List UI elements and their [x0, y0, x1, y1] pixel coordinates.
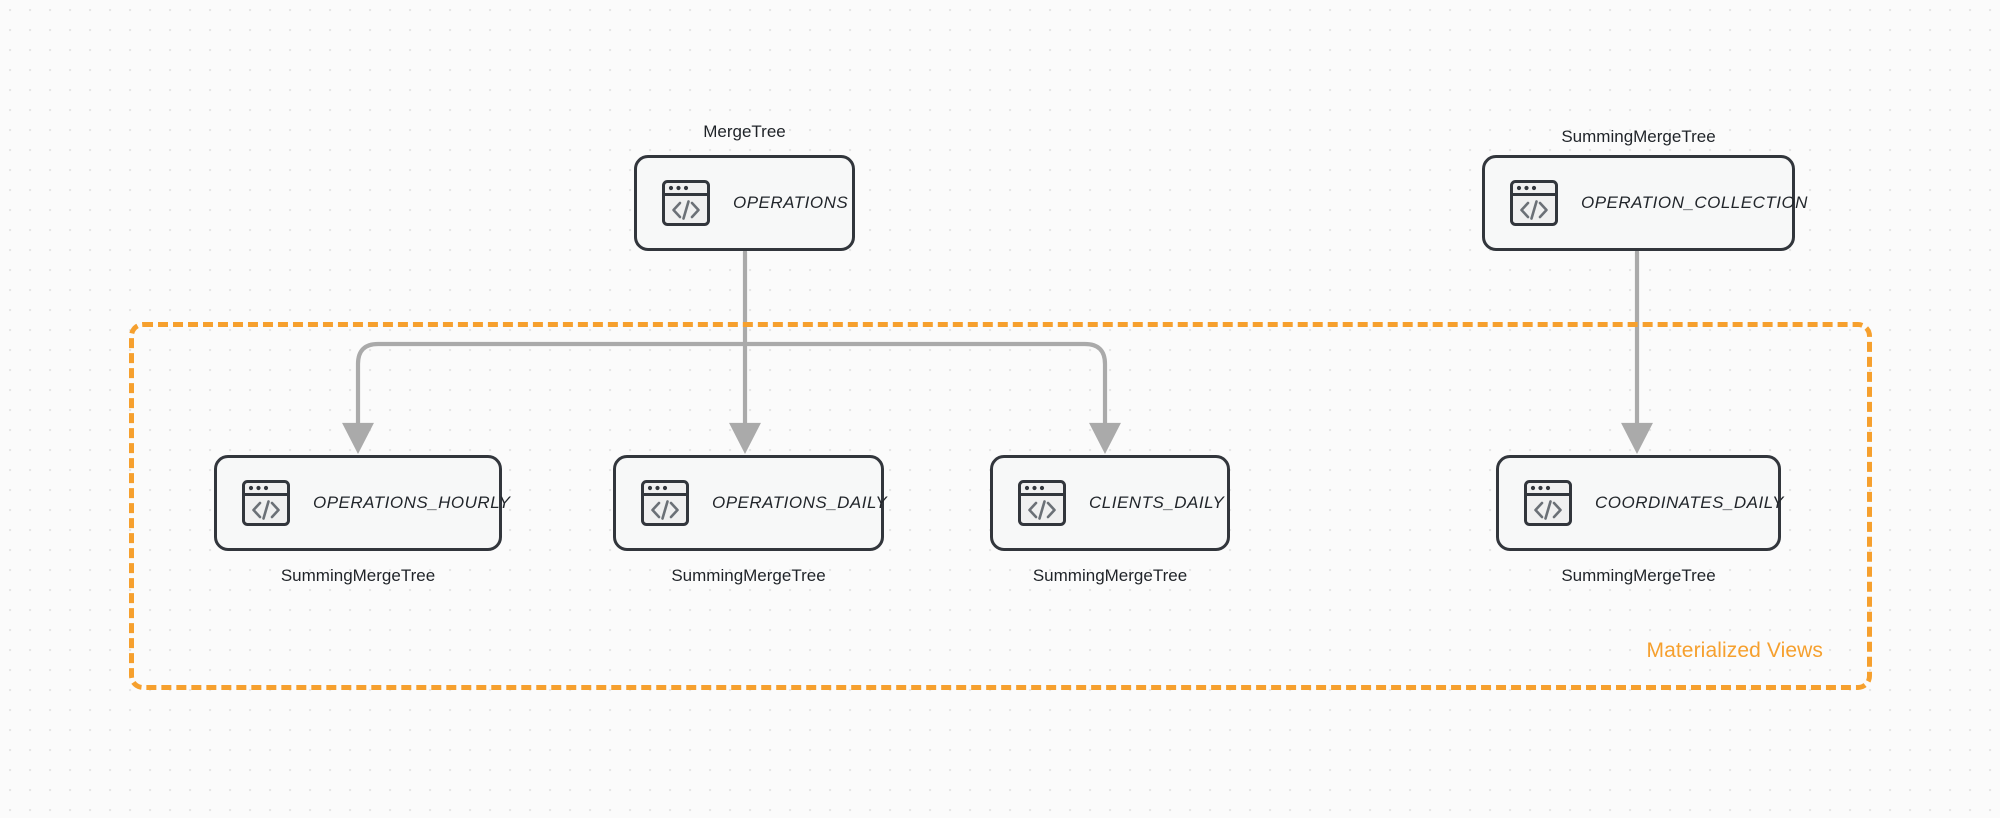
node-label-operations-daily: OPERATIONS_DAILY: [712, 493, 888, 512]
code-window-icon: [1524, 480, 1572, 526]
node-clients-daily[interactable]: CLIENTS_DAILY: [990, 455, 1230, 551]
materialized-views-group: Materialized Views: [129, 322, 1872, 690]
materialized-views-group-label: Materialized Views: [1646, 639, 1823, 662]
node-operations-hourly[interactable]: OPERATIONS_HOURLY: [214, 455, 510, 551]
engine-caption-coordinates-daily: SummingMergeTree: [1561, 566, 1716, 585]
node-label-operations: OPERATIONS: [733, 193, 849, 212]
engine-caption-operations: MergeTree: [703, 122, 786, 141]
code-window-icon: [662, 180, 710, 226]
node-label-coordinates-daily: COORDINATES_DAILY: [1595, 493, 1784, 512]
node-coordinates-daily[interactable]: COORDINATES_DAILY: [1496, 455, 1784, 551]
engine-caption-operations-hourly: SummingMergeTree: [280, 566, 436, 585]
node-label-operations-hourly: OPERATIONS_HOURLY: [313, 493, 511, 512]
code-window-icon: [242, 480, 290, 526]
code-window-icon: [641, 480, 689, 526]
engine-caption-clients-daily: SummingMergeTree: [1032, 566, 1188, 585]
node-operations-daily[interactable]: OPERATIONS_DAILY: [613, 455, 888, 551]
code-window-icon: [1018, 480, 1066, 526]
engine-caption-operations-daily: SummingMergeTree: [671, 566, 826, 585]
node-operations[interactable]: OPERATIONS: [634, 155, 855, 251]
node-label-clients-daily: CLIENTS_DAILY: [1089, 493, 1225, 512]
code-window-icon: [1510, 180, 1558, 226]
node-operation-collection[interactable]: OPERATION_COLLECTION: [1482, 155, 1807, 251]
node-label-operation-collection: OPERATION_COLLECTION: [1581, 193, 1808, 212]
engine-caption-operation-collection: SummingMergeTree: [1561, 127, 1716, 146]
